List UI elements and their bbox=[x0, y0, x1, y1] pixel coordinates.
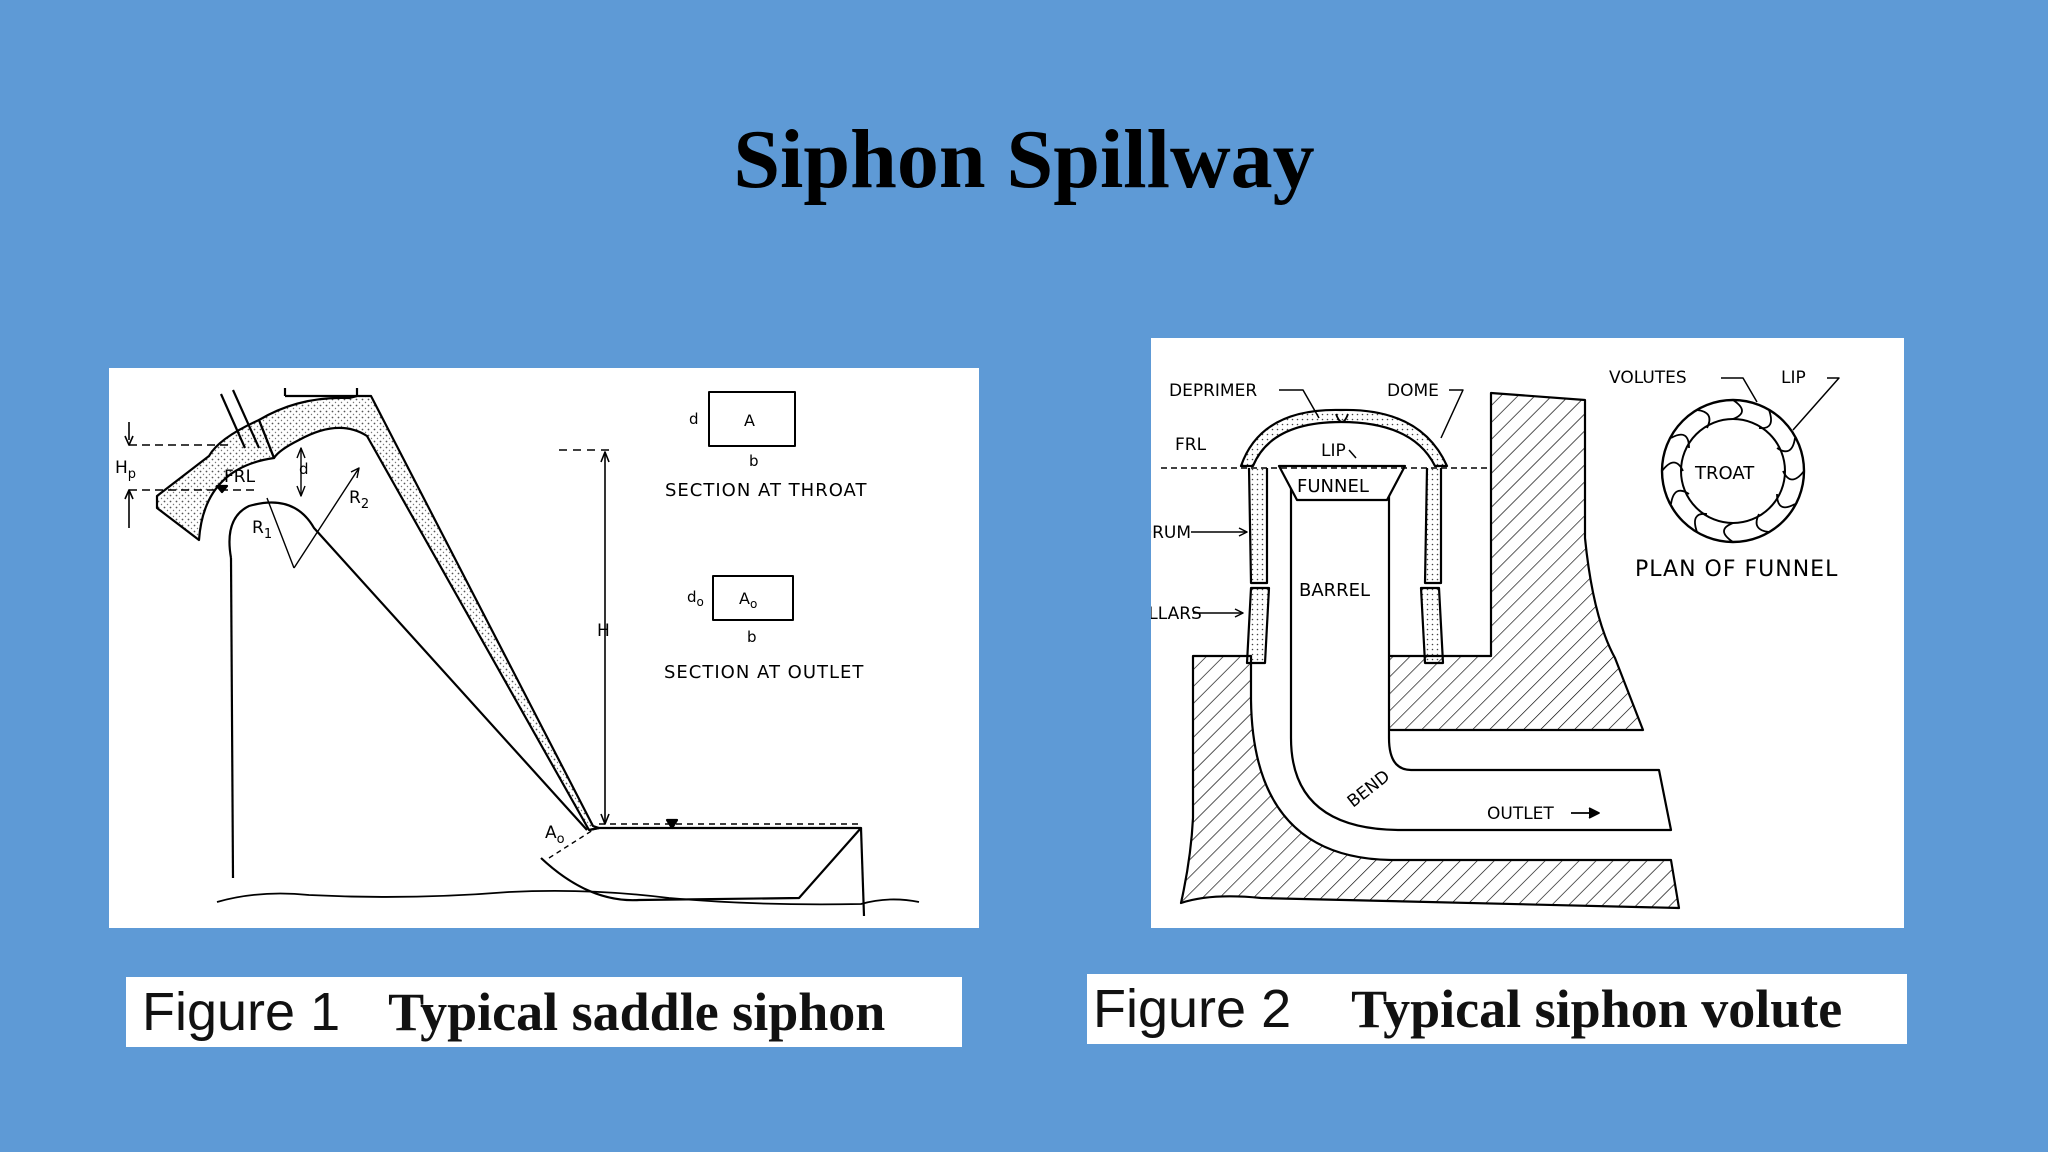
section-at-throat-caption: SECTION AT THROAT bbox=[665, 480, 867, 501]
plan-of-funnel-caption: PLAN OF FUNNEL bbox=[1635, 557, 1838, 582]
label-d: d bbox=[299, 460, 309, 478]
throat-d-label: d bbox=[689, 410, 699, 428]
toe-bucket bbox=[540, 826, 863, 902]
figure-2-diagram: DEPRIMER DOME FRL LIP FUNNEL DRUM BARREL… bbox=[1151, 338, 1904, 928]
siphon-hood bbox=[257, 394, 601, 832]
label-frl-2: FRL bbox=[1175, 435, 1207, 455]
label-r2: R2 bbox=[349, 488, 369, 512]
section-at-outlet-caption: SECTION AT OUTLET bbox=[664, 662, 864, 683]
figure-1-diagram: Hp FRL d R1 R2 H Ao d A b SECTION AT THR… bbox=[109, 368, 979, 928]
label-volutes: VOLUTES bbox=[1609, 368, 1687, 388]
crest-face bbox=[228, 501, 588, 831]
slide-title: Siphon Spillway bbox=[733, 113, 1315, 206]
siphon-volute-drawing: DEPRIMER DOME FRL LIP FUNNEL DRUM BARREL… bbox=[1151, 368, 1840, 910]
figure-1-number: Figure 1 bbox=[142, 982, 341, 1042]
outlet-b-label: b bbox=[747, 628, 757, 646]
left-foundation bbox=[1179, 654, 1681, 910]
label-troat: TROAT bbox=[1694, 463, 1755, 484]
label-barrel: BARREL bbox=[1299, 580, 1370, 601]
label-a0: Ao bbox=[545, 823, 565, 847]
figure-2-caption: Figure 2 Typical siphon volute bbox=[1087, 974, 1907, 1044]
dam-upstream-face bbox=[229, 557, 235, 879]
label-lip-plan: LIP bbox=[1781, 368, 1806, 388]
label-deprimer: DEPRIMER bbox=[1169, 381, 1257, 401]
label-lip: LIP bbox=[1321, 441, 1346, 461]
saddle-siphon-drawing: Hp FRL d R1 R2 H Ao d A b SECTION AT THR… bbox=[115, 388, 920, 917]
throat-a-label: A bbox=[744, 411, 755, 430]
figure-2-number: Figure 2 bbox=[1093, 979, 1292, 1039]
label-hp: Hp bbox=[115, 458, 136, 482]
label-r1: R1 bbox=[252, 518, 272, 542]
label-pillars: PILLARS bbox=[1151, 604, 1202, 624]
outlet-d-label: do bbox=[687, 588, 704, 609]
inlet-lip bbox=[155, 418, 276, 542]
siphon-channel bbox=[1289, 476, 1673, 832]
outlet-a-label: Ao bbox=[739, 589, 757, 611]
dome bbox=[1239, 408, 1449, 468]
label-drum: DRUM bbox=[1151, 523, 1191, 543]
funnel bbox=[1277, 464, 1407, 502]
throat-b-label: b bbox=[749, 452, 759, 470]
figure-2-title: Typical siphon volute bbox=[1351, 979, 1843, 1039]
figure-1-title: Typical saddle siphon bbox=[388, 982, 886, 1042]
label-h: H bbox=[597, 621, 610, 641]
label-outlet: OUTLET bbox=[1487, 804, 1554, 824]
label-frl-1: FRL bbox=[224, 467, 256, 487]
volute-vanes bbox=[1661, 399, 1805, 543]
label-funnel: FUNNEL bbox=[1297, 476, 1369, 497]
figure-1-caption: Figure 1 Typical saddle siphon bbox=[126, 977, 962, 1047]
ground-line bbox=[216, 889, 920, 906]
label-dome: DOME bbox=[1387, 381, 1439, 401]
